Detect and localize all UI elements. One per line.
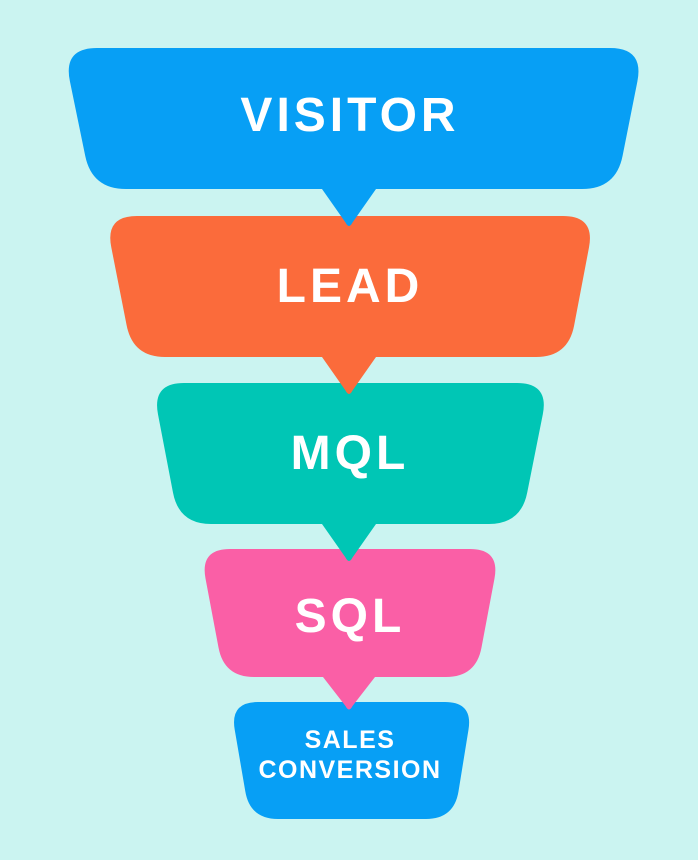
- funnel-stage-visitor: VISITOR: [68, 48, 639, 226]
- stage-mql-label: MQL: [291, 427, 410, 480]
- stage-sales-conversion-shape: [234, 702, 470, 819]
- stage-sales-conversion-label-line2: CONVERSION: [258, 756, 441, 784]
- funnel-stage-lead: LEAD: [110, 216, 590, 394]
- stage-lead-shape: [110, 216, 590, 394]
- stage-visitor-label: VISITOR: [240, 89, 459, 142]
- stage-sql-label: SQL: [295, 590, 406, 643]
- funnel-stage-mql: MQL: [157, 383, 544, 561]
- stage-sales-conversion-label-line1: SALES: [305, 726, 396, 754]
- stage-visitor-shape: [68, 48, 639, 226]
- funnel-stage-sales-conversion: SALES CONVERSION: [234, 702, 470, 819]
- stage-sql-shape: [204, 549, 496, 710]
- stage-lead-label: LEAD: [277, 260, 424, 313]
- stage-mql-shape: [157, 383, 544, 561]
- funnel-stage-sql: SQL: [204, 549, 496, 710]
